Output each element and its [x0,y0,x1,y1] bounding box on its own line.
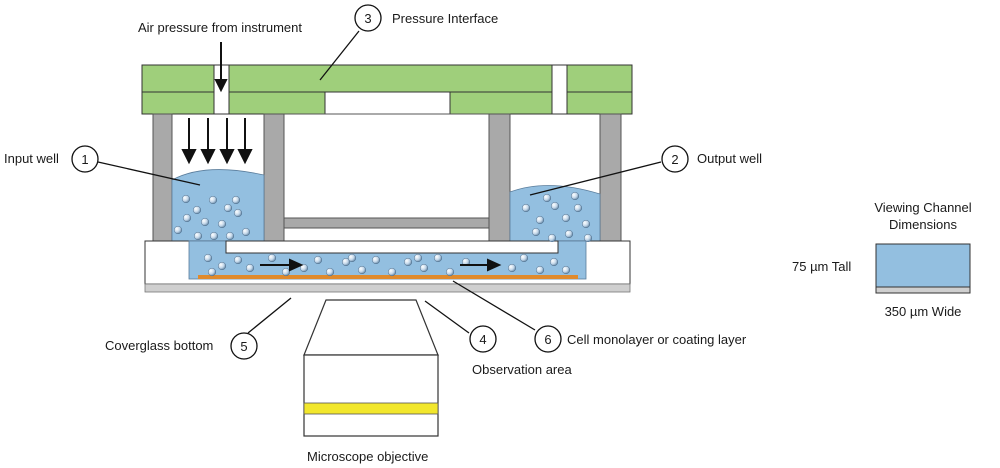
input-well-label: Input well [4,151,59,166]
cell [550,201,560,211]
cell [445,267,455,277]
cell [341,257,351,267]
cell [223,203,233,213]
cell [583,233,593,243]
cell [531,227,541,237]
svg-text:3: 3 [364,11,371,26]
cell [549,257,559,267]
inset-width-label: 350 µm Wide [885,304,962,319]
cell [573,203,583,213]
callout-5: 5 [230,332,258,360]
cell [233,255,243,265]
cell [507,263,517,273]
coverglass-bottom [144,283,631,293]
pressure-interface-lid [141,64,633,115]
cell [325,267,335,277]
cell [173,225,183,235]
callout-2: 2 [661,145,689,173]
flow-arrows [260,258,502,272]
cell [200,217,210,227]
callout-1: 1 [71,145,99,173]
inset-height-label: 75 µm Tall [792,259,851,274]
cell [281,267,291,277]
pressure-interface-label: Pressure Interface [392,11,498,26]
cell [570,191,580,201]
cell [241,227,251,237]
input-well-fluid [171,169,265,242]
cell [521,203,531,213]
cell [547,233,557,243]
cell [313,255,323,265]
svg-text:1: 1 [81,152,88,167]
air-pressure-label: Air pressure from instrument [138,20,302,35]
cell [371,255,381,265]
cell [209,231,219,241]
channel-base [144,240,631,293]
cell [299,263,309,273]
plate-body [152,113,622,242]
cell [233,208,243,218]
cell [217,261,227,271]
cells [173,191,593,277]
callout-4: 4 [469,325,497,353]
inset-title-line1: Viewing Channel [874,200,971,215]
cell [357,265,367,275]
objective-lens-band [303,402,439,415]
cell [347,253,357,263]
cell [193,231,203,241]
cell [267,253,277,263]
cell [217,219,227,229]
svg-text:2: 2 [671,152,678,167]
cell [561,265,571,275]
cell [433,253,443,263]
svg-text:5: 5 [240,339,247,354]
cell [387,267,397,277]
cell [192,205,202,215]
cell [225,231,235,241]
cell [207,267,217,277]
cell [535,215,545,225]
svg-text:6: 6 [544,332,551,347]
cell [203,253,213,263]
cell [403,257,413,267]
svg-text:4: 4 [479,332,486,347]
cell [564,229,574,239]
coverglass-label: Coverglass bottom [105,338,213,353]
cell [542,193,552,203]
cell [208,195,218,205]
cell [182,213,192,223]
inset-title-line2: Dimensions [889,217,957,232]
callout-6: 6 [534,325,562,353]
callout-3: 3 [354,4,382,32]
microscope-objective-label: Microscope objective [307,449,428,464]
inset-channel-box [875,243,971,288]
cell [581,219,591,229]
output-well-label: Output well [697,151,762,166]
air-inlet-hole [551,64,568,115]
output-well-fluid [509,185,601,242]
microscope-objective [303,299,439,437]
cell [245,263,255,273]
cell [181,194,191,204]
cell [535,265,545,275]
cell [413,253,423,263]
cell-monolayer-label: Cell monolayer or coating layer [567,332,747,347]
dimensions-inset: Viewing Channel Dimensions 75 µm Tall 35… [792,200,972,319]
cell [561,213,571,223]
inset-coverglass [875,286,971,294]
cell [519,253,529,263]
cell-monolayer [198,275,578,279]
air-pressure-arrows [181,42,253,165]
cell [419,263,429,273]
leader-lines [97,30,662,334]
observation-area-label: Observation area [472,362,572,377]
cell [231,195,241,205]
